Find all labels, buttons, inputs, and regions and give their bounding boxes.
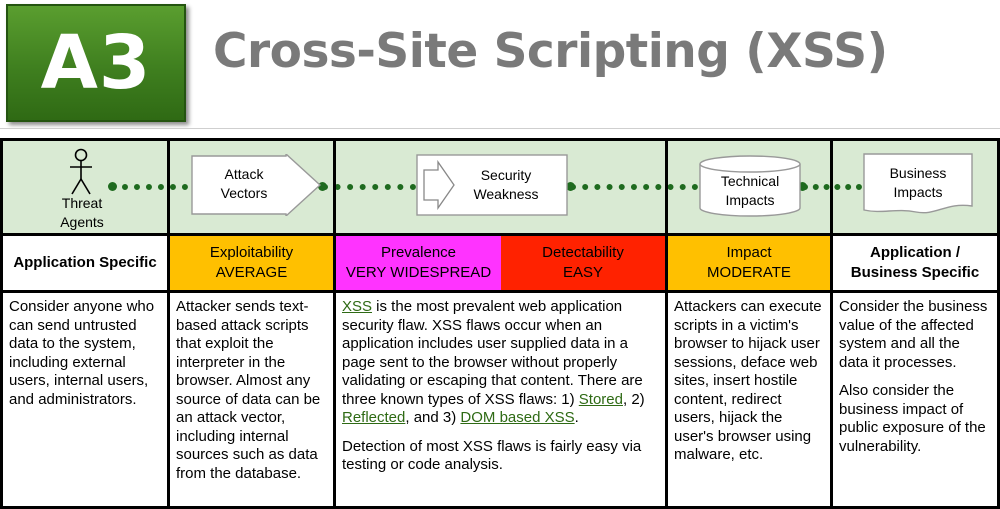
security-weakness-box-icon <box>416 154 568 216</box>
xss-link[interactable]: XSS <box>342 298 373 315</box>
table-divider <box>0 290 1000 293</box>
reflected-xss-link[interactable]: Reflected <box>342 409 406 426</box>
technical-impacts-label: Technical Impacts <box>720 173 780 208</box>
header-divider <box>0 128 1000 129</box>
connector-node <box>566 182 575 191</box>
threat-agents-label: Threat Agents <box>60 195 104 230</box>
threat-agents-rating: Application Specific <box>3 236 167 290</box>
dom-xss-link[interactable]: DOM based XSS <box>460 409 575 426</box>
detectability-rating: Detectability EASY <box>501 236 665 290</box>
connector-line <box>322 184 416 190</box>
table-divider <box>167 138 170 509</box>
stored-xss-link[interactable]: Stored <box>578 390 623 408</box>
person-icon <box>70 148 92 195</box>
threat-agents-description: Consider anyone who can send untrusted d… <box>9 298 155 408</box>
business-impacts-description: Consider the business value of the affec… <box>839 298 988 455</box>
security-weakness-description: XSS is the most prevalent web applicatio… <box>342 298 645 473</box>
connector-line <box>110 184 188 190</box>
attack-vectors-label: Attack Vectors <box>220 166 268 201</box>
technical-impacts-database-icon <box>699 155 801 217</box>
prevalence-rating: Prevalence VERY WIDESPREAD <box>336 236 501 290</box>
business-impacts-document-icon <box>863 153 973 214</box>
connector-line <box>570 184 698 190</box>
table-divider <box>665 138 668 509</box>
exploitability-rating: Exploitability AVERAGE <box>170 236 333 290</box>
connector-node <box>108 182 117 191</box>
table-divider <box>333 138 336 509</box>
table-divider <box>0 233 1000 236</box>
connector-node <box>318 182 327 191</box>
risk-badge: A3 <box>6 4 186 122</box>
connector-node <box>798 182 807 191</box>
attack-vectors-arrow-icon <box>191 154 322 216</box>
page-title: Cross-Site Scripting (XSS) <box>213 24 888 79</box>
business-rating: Application / Business Specific <box>833 236 997 290</box>
technical-impacts-description: Attackers can execute scripts in a victi… <box>674 298 822 463</box>
impact-rating: Impact MODERATE <box>668 236 830 290</box>
attack-vectors-description: Attacker sends text-based attack scripts… <box>176 298 321 482</box>
risk-table: Threat Agents Attack Vectors Security We… <box>0 138 1000 509</box>
business-impacts-label: Business Impacts <box>889 165 947 200</box>
table-divider <box>830 138 833 509</box>
security-weakness-label: Security Weakness <box>473 167 539 202</box>
